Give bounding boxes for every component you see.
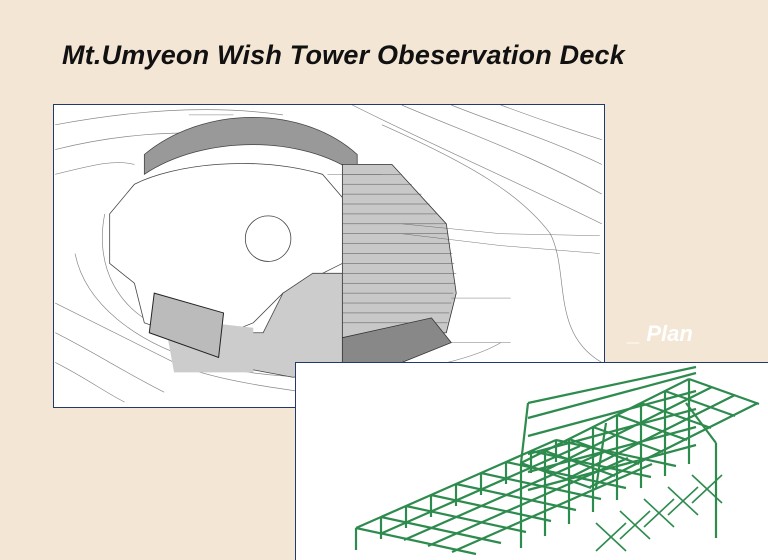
frame-member	[520, 461, 592, 490]
frame-member	[619, 510, 651, 540]
frame-member	[544, 449, 616, 478]
frame-member	[527, 443, 697, 492]
frame-member	[527, 365, 697, 405]
frame-member	[667, 486, 699, 516]
frame-member	[527, 407, 697, 456]
frame-member	[643, 498, 675, 528]
plan-caption: _ Plan	[628, 321, 693, 346]
contour-lines	[55, 105, 602, 403]
frame-member	[595, 522, 627, 552]
pavilion-roof	[148, 292, 225, 359]
frame-member	[527, 389, 697, 438]
frame-member	[527, 425, 697, 474]
slide-title: Mt.Umyeon Wish Tower Obeservation Deck	[62, 40, 625, 70]
frame-member	[519, 402, 530, 464]
frame-member	[691, 474, 723, 504]
frame-member	[589, 402, 759, 488]
frame-member	[640, 401, 712, 430]
frame-member	[566, 394, 736, 480]
frame-member	[379, 444, 581, 536]
frame-member	[685, 402, 717, 444]
frame-member	[543, 386, 713, 472]
frame-member	[403, 450, 605, 542]
structural-frame-3d-model	[295, 362, 768, 560]
frame-member	[527, 371, 697, 420]
frame-member	[688, 377, 760, 406]
frame-member	[616, 413, 688, 442]
frame-member	[451, 462, 653, 554]
deck-area	[341, 164, 457, 339]
steel-frame-members	[354, 365, 760, 556]
site-plan-drawing	[53, 104, 605, 408]
circular-feature	[244, 215, 292, 262]
